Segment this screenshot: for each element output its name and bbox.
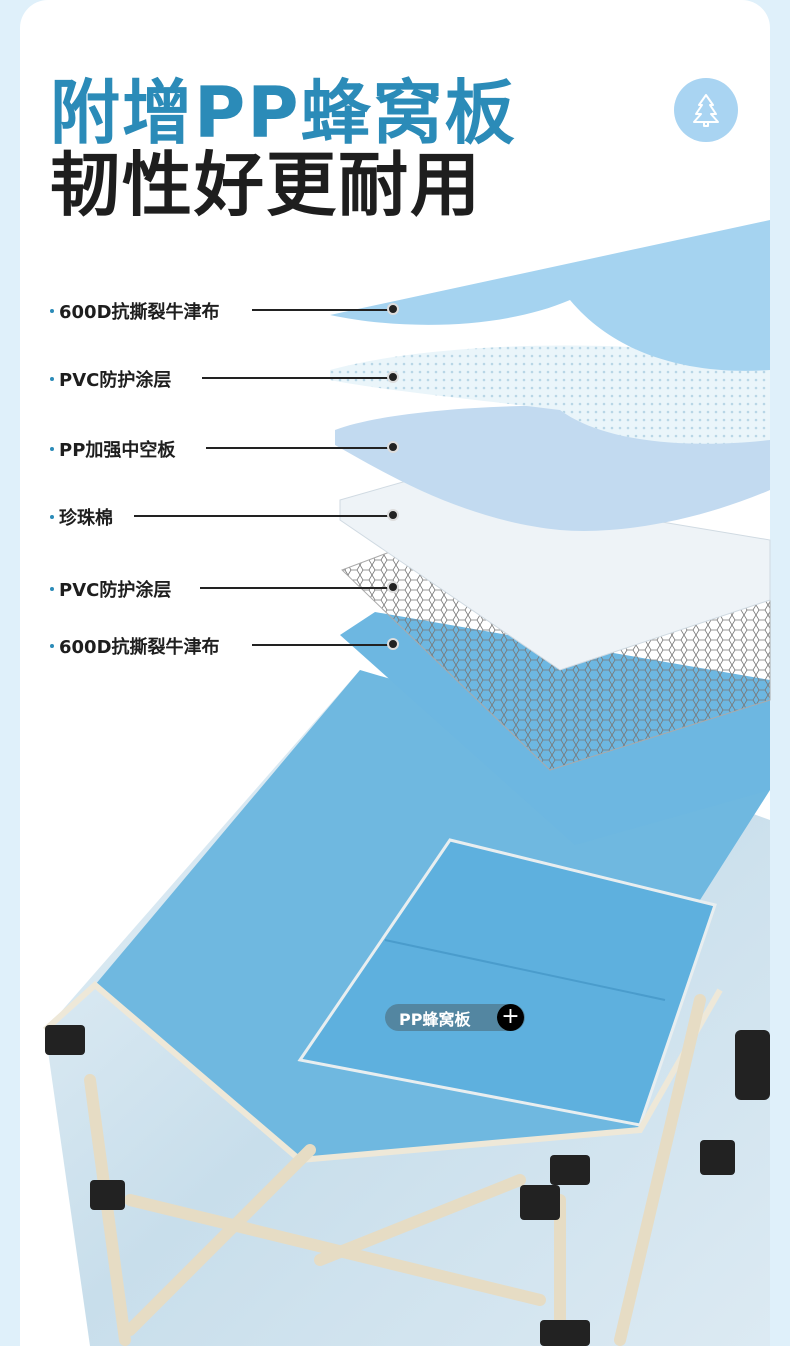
hotspot-label: PP蜂窝板: [399, 1009, 471, 1029]
leader-line: [202, 377, 392, 379]
leader-line: [206, 447, 392, 449]
layer-label: PVC防护涂层: [50, 576, 171, 602]
layer-label: PP加强中空板: [50, 436, 175, 462]
layer-label: 600D抗撕裂牛津布: [50, 298, 220, 324]
layer-label: PVC防护涂层: [50, 366, 171, 392]
tree-icon: [674, 78, 738, 142]
layer-label: 珍珠棉: [50, 504, 113, 530]
layer-pin: [387, 371, 399, 383]
layer-label: 600D抗撕裂牛津布: [50, 633, 220, 659]
leader-line: [134, 515, 392, 517]
layer-pin: [387, 303, 399, 315]
layer-pin: [387, 441, 399, 453]
layer-oxford-top: [330, 220, 770, 371]
leader-line: [200, 587, 392, 589]
layer-pin: [387, 509, 399, 521]
leader-line: [252, 309, 392, 311]
headline-secondary: 韧性好更耐用: [50, 144, 482, 226]
plus-icon[interactable]: +: [497, 1004, 524, 1031]
leader-line: [252, 644, 392, 646]
headline-primary: 附增PP蜂窝板: [50, 72, 517, 154]
layer-pin: [387, 638, 399, 650]
hotspot-pp-honeycomb[interactable]: PP蜂窝板 +: [385, 1004, 525, 1031]
layer-pin: [387, 581, 399, 593]
